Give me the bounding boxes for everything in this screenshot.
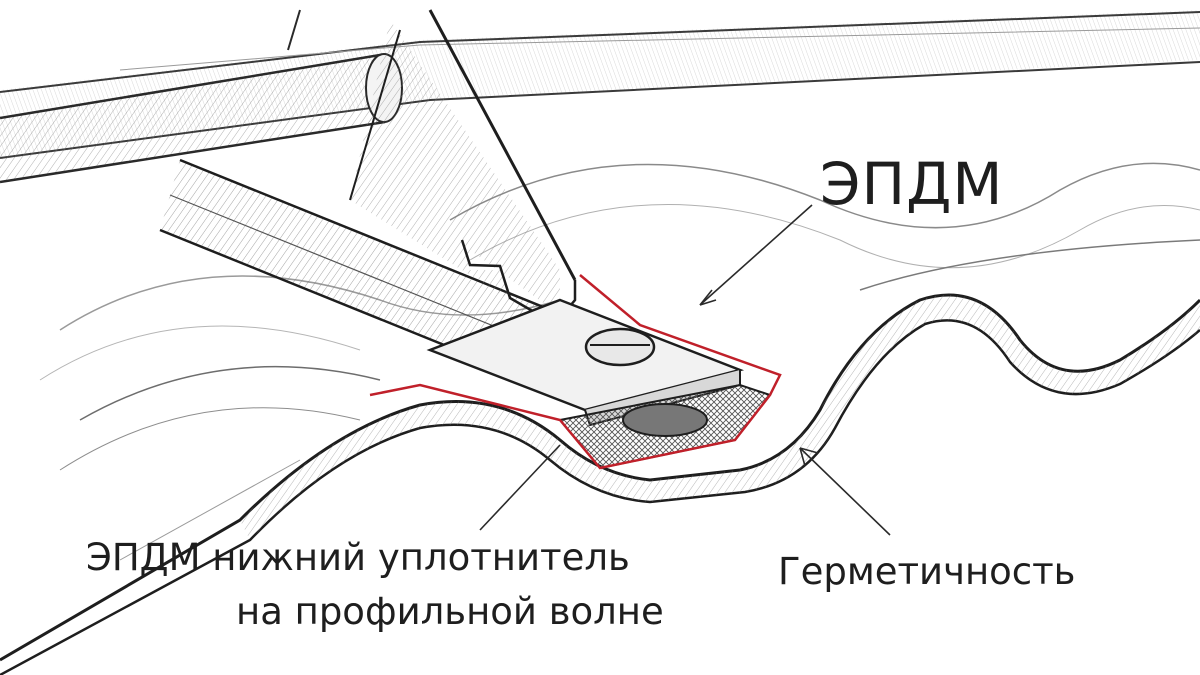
label-epdm: ЭПДМ <box>820 150 1004 218</box>
leader-lines <box>480 205 890 535</box>
leader-bottom-seal <box>480 445 560 530</box>
bolt-head <box>586 329 654 365</box>
label-bottom-seal-line1: ЭПДМ нижний уплотнитель <box>86 536 630 579</box>
label-bottom-seal-line2: на профильной волне <box>236 590 664 633</box>
epdm-gasket <box>370 275 780 468</box>
leader-epdm <box>700 205 812 305</box>
label-tightness: Герметичность <box>778 550 1076 593</box>
leader-tightness <box>800 448 890 535</box>
